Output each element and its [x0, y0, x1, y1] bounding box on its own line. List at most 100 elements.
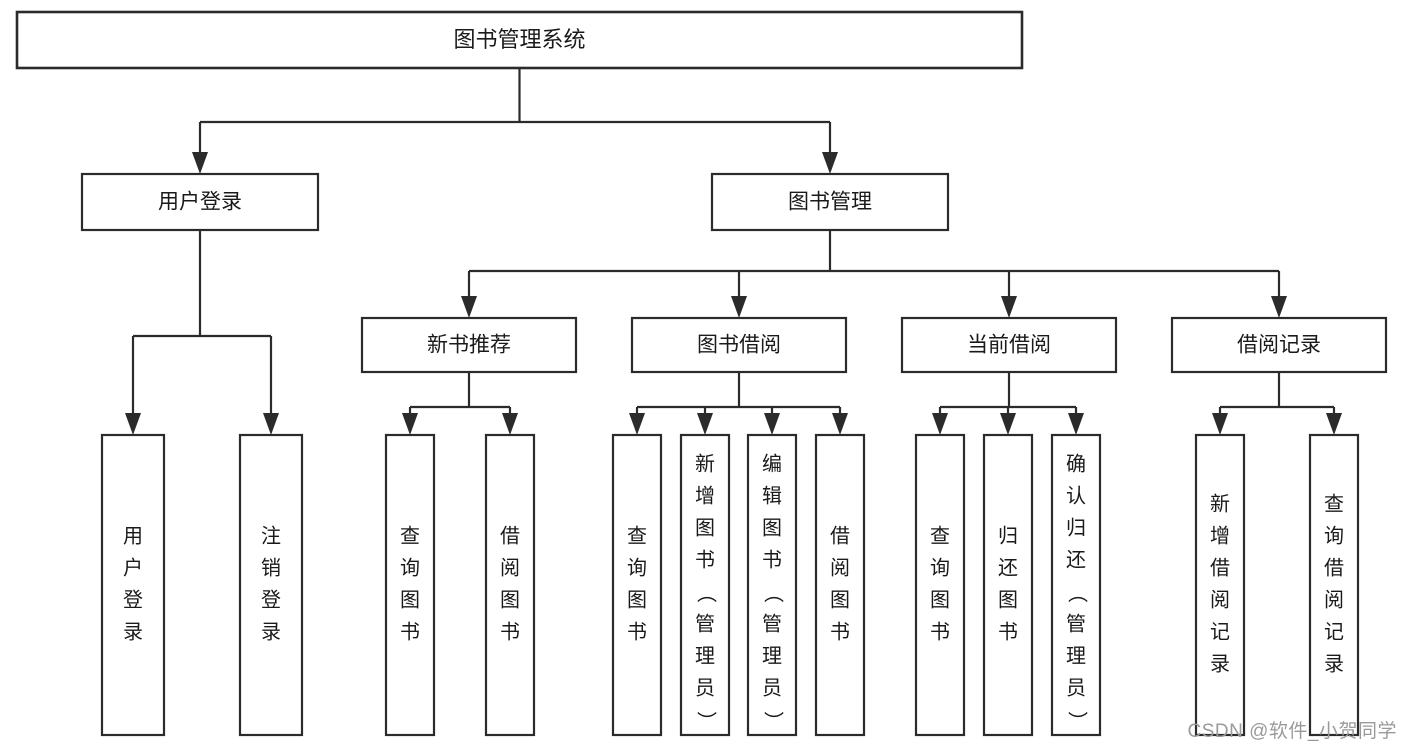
node-box-leaf-query-record	[1308, 433, 1360, 737]
node-label-char: 新	[695, 452, 715, 475]
node-borrow-records[interactable]: 借阅记录	[1170, 316, 1388, 374]
node-label-char: 阅	[1324, 588, 1344, 611]
node-label-root: 图书管理系统	[453, 27, 585, 52]
arrow-down-icon	[1001, 296, 1017, 318]
node-label-book-borrow: 图书借阅	[697, 334, 781, 357]
node-label-char: 归	[998, 524, 1018, 547]
node-book-borrow[interactable]: 图书借阅	[630, 316, 848, 374]
node-label-char: 图	[998, 589, 1018, 611]
node-box-leaf-borrow-book-1	[484, 433, 536, 737]
arrow-down-icon	[461, 296, 477, 318]
node-label-book-management: 图书管理	[788, 191, 872, 214]
node-box-borrow-records	[1170, 316, 1388, 374]
node-label-char: 书	[998, 620, 1018, 643]
node-root[interactable]: 图书管理系统	[15, 10, 1024, 70]
node-user-login[interactable]: 用户登录	[80, 172, 320, 232]
arrow-down-icon	[731, 296, 747, 318]
node-current-borrow[interactable]: 当前借阅	[900, 316, 1118, 374]
node-label-char: 借	[1324, 556, 1344, 579]
node-box-book-management	[710, 172, 950, 232]
node-label-char: 书	[400, 620, 420, 643]
node-label-char: 阅	[500, 556, 520, 579]
arrow-down-icon	[822, 152, 838, 174]
node-label-char: 书	[500, 620, 520, 643]
arrow-down-icon	[1271, 296, 1287, 318]
node-box-leaf-edit-book	[746, 433, 798, 737]
node-box-leaf-borrow-book-2	[814, 433, 866, 737]
node-box-leaf-confirm-return	[1050, 433, 1102, 737]
node-label-user-login: 用户登录	[158, 191, 242, 214]
arrow-down-icon	[629, 413, 645, 435]
node-label-char: 图	[627, 589, 647, 611]
node-label-char: 管	[695, 612, 715, 635]
arrow-down-icon	[1000, 413, 1016, 435]
node-label-char: ）	[1066, 711, 1089, 731]
node-label-char: 图	[695, 517, 715, 539]
node-label-char: 用	[123, 525, 143, 547]
node-label-char: 户	[123, 556, 143, 579]
node-box-book-borrow	[630, 316, 848, 374]
node-label-char: 查	[930, 524, 950, 547]
node-label-char: 询	[400, 556, 420, 579]
node-label-char: （	[762, 583, 785, 603]
node-label-char: 管	[1066, 612, 1086, 635]
node-label-char: 录	[261, 621, 281, 643]
arrow-down-icon	[263, 413, 279, 435]
node-label-char: 新	[1210, 492, 1230, 515]
node-book-management[interactable]: 图书管理	[710, 172, 950, 232]
node-label-char: 辑	[762, 484, 782, 507]
node-box-root	[15, 10, 1024, 70]
node-leaf-user-login[interactable]: 用户登录	[100, 433, 166, 737]
node-label-char: 录	[123, 621, 143, 643]
node-box-current-borrow	[900, 316, 1118, 374]
node-label-char: 还	[1066, 548, 1086, 571]
node-label-char: 图	[930, 589, 950, 611]
node-label-char: 登	[123, 588, 143, 611]
node-label-char: 认	[1066, 484, 1086, 507]
arrow-down-icon	[1326, 413, 1342, 435]
node-label-char: 录	[1210, 653, 1230, 675]
arrow-down-icon	[832, 413, 848, 435]
node-label-char: 查	[400, 524, 420, 547]
node-box-leaf-add-record	[1194, 433, 1246, 737]
node-new-book-recommend[interactable]: 新书推荐	[360, 316, 578, 374]
node-label-char: 图	[762, 517, 782, 539]
node-box-leaf-user-login	[100, 433, 166, 737]
node-label-char: 图	[400, 589, 420, 611]
node-label-char: 书	[695, 548, 715, 571]
node-label-char: ）	[695, 711, 718, 731]
node-label-char: 登	[261, 588, 281, 611]
node-label-char: 书	[627, 620, 647, 643]
node-label-char: 借	[830, 524, 850, 547]
node-box-leaf-return-book	[982, 433, 1034, 737]
connectors-layer	[125, 68, 1342, 435]
node-label-char: 录	[1324, 653, 1344, 675]
arrow-down-icon	[125, 413, 141, 435]
node-box-user-login	[80, 172, 320, 232]
arrow-down-icon	[697, 413, 713, 435]
node-label-char: 增	[1210, 524, 1230, 547]
node-label-char: 销	[261, 556, 281, 579]
node-label-char: 查	[1324, 492, 1344, 515]
node-label-char: 归	[1066, 516, 1086, 539]
node-label-current-borrow: 当前借阅	[967, 334, 1051, 357]
arrow-down-icon	[932, 413, 948, 435]
node-label-char: 询	[930, 556, 950, 579]
node-label-char: 借	[1210, 556, 1230, 579]
node-box-leaf-user-logout	[238, 433, 304, 737]
node-label-char: 增	[695, 484, 715, 507]
